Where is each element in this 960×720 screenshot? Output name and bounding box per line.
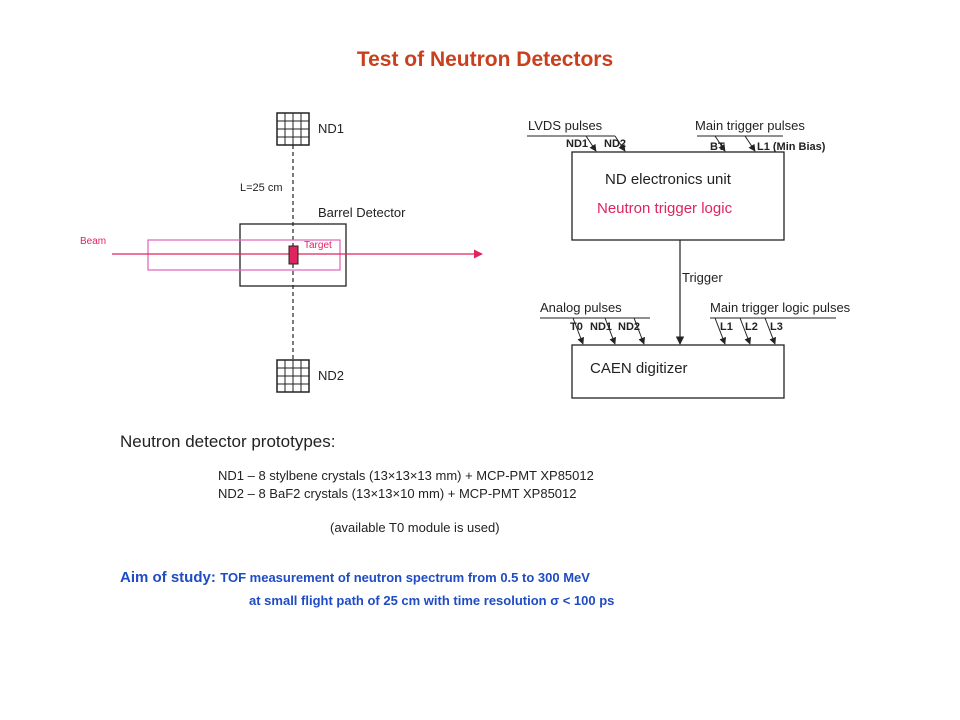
nd1-label: ND1 — [318, 121, 345, 136]
aim-label: Aim of study: — [120, 569, 216, 586]
aim-text-1: TOF measurement of neutron spectrum from… — [220, 570, 590, 585]
neutron-trigger-logic-label: Neutron trigger logic — [597, 200, 733, 217]
aim-text-2: at small flight path of 25 cm with time … — [249, 593, 615, 608]
nd-electronics-unit-title: ND electronics unit — [605, 171, 731, 188]
analog-nd2-label: ND2 — [618, 321, 641, 333]
main-trigger-pulses-label: Main trigger pulses — [695, 118, 805, 133]
input-bt-label: BT — [710, 141, 725, 153]
nd2-detector — [276, 359, 310, 393]
nd2-label: ND2 — [318, 368, 345, 383]
nd1-detector — [276, 112, 310, 146]
logic-l1-label: L1 — [720, 321, 733, 333]
input-nd2-label: ND2 — [604, 138, 627, 150]
trigger-label: Trigger — [682, 270, 723, 285]
target — [288, 245, 299, 265]
prototype-note: (available T0 module is used) — [330, 520, 500, 535]
prototypes-heading: Neutron detector prototypes: — [120, 432, 336, 451]
beam-label: Beam — [80, 236, 107, 247]
analog-pulses-label: Analog pulses — [540, 300, 622, 315]
target-label: Target — [304, 240, 332, 251]
prototype-nd2-line: ND2 – 8 BaF2 crystals (13×13×10 mm) + MC… — [218, 486, 577, 501]
caen-digitizer-label: CAEN digitizer — [590, 360, 688, 377]
page-title: Test of Neutron Detectors — [356, 48, 614, 71]
nd-electronics-unit-box — [571, 151, 785, 241]
input-nd1-label: ND1 — [566, 138, 589, 150]
prototype-nd1-line: ND1 – 8 stylbene crystals (13×13×13 mm) … — [218, 468, 594, 483]
logic-l3-label: L3 — [770, 321, 783, 333]
lvds-pulses-label: LVDS pulses — [528, 118, 603, 133]
barrel-detector — [239, 223, 347, 287]
analog-nd1-label: ND1 — [590, 321, 613, 333]
distance-label: L=25 cm — [240, 182, 283, 194]
main-trigger-logic-pulses-label: Main trigger logic pulses — [710, 300, 851, 315]
logic-l2-label: L2 — [745, 321, 758, 333]
caen-digitizer-box — [571, 344, 785, 399]
beam-tube — [147, 239, 341, 271]
barrel-detector-label: Barrel Detector — [318, 205, 406, 220]
aim-line-1: Aim of study: TOF measurement of neutron… — [120, 569, 590, 587]
analog-t0-label: T0 — [570, 321, 583, 333]
input-l1-label: L1 (Min Bias) — [757, 141, 826, 153]
